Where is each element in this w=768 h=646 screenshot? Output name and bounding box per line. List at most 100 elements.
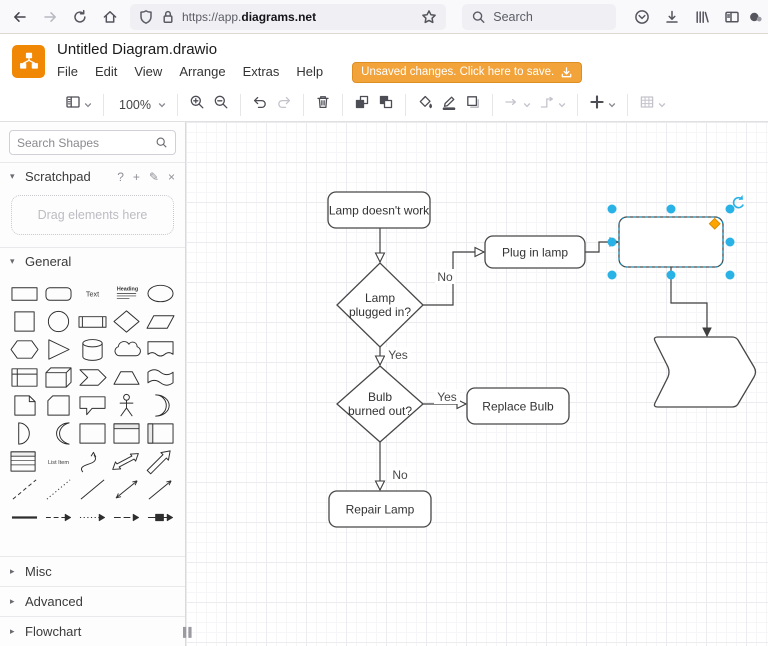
diagram-node-repair[interactable]: Repair Lamp (328, 490, 432, 528)
shape-ellipse[interactable] (144, 279, 178, 307)
shape-heading[interactable]: Heading (110, 279, 144, 307)
scratchpad-edit-icon[interactable]: ✎ (148, 169, 159, 184)
diagram-edge[interactable]: No (374, 442, 410, 492)
selection-handle[interactable] (607, 204, 617, 214)
shape-dotted-arrow[interactable] (75, 503, 109, 531)
shape-list-item[interactable]: List Item (41, 447, 75, 475)
shape-search-field[interactable] (9, 130, 176, 155)
shape-link[interactable] (144, 503, 178, 531)
selection-handle[interactable] (666, 270, 676, 280)
shape-search-input[interactable] (17, 135, 155, 150)
url-text[interactable]: https://app.diagrams.net (182, 9, 317, 24)
selection-handle[interactable] (725, 270, 735, 280)
shape-text[interactable]: Text (75, 279, 109, 307)
delete-button[interactable] (311, 91, 335, 118)
shape-horizontal-line[interactable] (7, 503, 41, 531)
shape-cylinder[interactable] (75, 335, 109, 363)
shape-step[interactable] (75, 363, 109, 391)
url-bar[interactable]: https://app.diagrams.net (130, 3, 447, 30)
menu-view[interactable]: View (134, 64, 163, 79)
general-section-header[interactable]: ▾ General (0, 248, 185, 275)
shape-callout[interactable] (75, 391, 109, 419)
shape-process[interactable] (75, 307, 109, 335)
shape-note[interactable] (7, 391, 41, 419)
shape-list[interactable] (7, 447, 41, 475)
diagram-edge[interactable] (670, 267, 712, 338)
scratchpad-section-header[interactable]: ▾ Scratchpad ? + ✎ × (0, 163, 185, 190)
shape-line[interactable] (75, 475, 109, 503)
scratchpad-drop-zone[interactable]: Drag elements here (11, 195, 174, 235)
shape-triangle[interactable] (41, 335, 75, 363)
shape-hexagon[interactable] (7, 335, 41, 363)
menu-help[interactable]: Help (296, 64, 324, 79)
shape-square[interactable] (7, 307, 41, 335)
diagram-node-plug[interactable]: Plug in lamp (484, 235, 586, 269)
shape-rounded-rectangle[interactable] (41, 279, 75, 307)
shape-parallelogram[interactable] (144, 307, 178, 335)
selection-handle[interactable] (607, 237, 617, 247)
edge-connect-handle[interactable] (708, 217, 721, 230)
line-color-button[interactable] (437, 91, 461, 118)
menu-extras[interactable]: Extras (242, 64, 280, 79)
library-icon[interactable] (688, 4, 716, 30)
diagram-edge[interactable]: Yes (374, 347, 411, 367)
undo-button[interactable] (248, 91, 272, 118)
shape-bidirectional-arrow[interactable] (110, 447, 144, 475)
view-panel-button[interactable] (61, 91, 96, 118)
back-icon[interactable] (6, 4, 34, 30)
home-icon[interactable] (96, 4, 124, 30)
scratchpad-close-icon[interactable]: × (167, 169, 175, 184)
bookmark-star-icon[interactable] (420, 4, 438, 30)
shape-rectangle[interactable] (7, 279, 41, 307)
menu-file[interactable]: File (57, 64, 78, 79)
to-front-button[interactable] (350, 91, 374, 118)
diagram-node-selected[interactable] (618, 216, 724, 268)
shape-cube[interactable] (41, 363, 75, 391)
shape-horizontal-container[interactable] (144, 419, 178, 447)
diagram-node-start[interactable]: Lamp doesn't work (327, 191, 431, 229)
shield-icon[interactable] (138, 4, 154, 30)
shape-card[interactable] (41, 391, 75, 419)
diagram-edge[interactable]: Yes (423, 389, 468, 410)
menu-arrange[interactable]: Arrange (179, 64, 226, 79)
shape-dash-arrow[interactable] (110, 503, 144, 531)
sidebar-section-flowchart[interactable]: ▸Flowchart (0, 616, 185, 646)
unsaved-changes-button[interactable]: Unsaved changes. Click here to save. (352, 61, 583, 83)
shape-bidirectional-connector[interactable] (110, 475, 144, 503)
downloads-icon[interactable] (658, 4, 686, 30)
diagram-node-replace[interactable]: Replace Bulb (466, 387, 570, 425)
shape-dotted-line[interactable] (41, 475, 75, 503)
shape-circle[interactable] (41, 307, 75, 335)
fill-color-button[interactable] (413, 91, 437, 118)
zoom-level-dropdown[interactable]: 100% (111, 95, 170, 115)
shape-arrow[interactable] (144, 447, 178, 475)
insert-button[interactable] (585, 91, 620, 118)
selection-handle[interactable] (725, 237, 735, 247)
shape-tape[interactable] (144, 363, 178, 391)
shape-internal-storage[interactable] (7, 363, 41, 391)
selection-handle[interactable] (725, 204, 735, 214)
selection-handle[interactable] (666, 204, 676, 214)
zoom-in-button[interactable] (185, 91, 209, 118)
shape-vertical-container[interactable] (110, 419, 144, 447)
shape-or[interactable] (144, 391, 178, 419)
shape-document[interactable] (144, 335, 178, 363)
scratchpad-add-icon[interactable]: + (132, 169, 140, 184)
shape-cloud[interactable] (110, 335, 144, 363)
menu-edit[interactable]: Edit (94, 64, 118, 79)
shape-curve[interactable] (75, 447, 109, 475)
shape-trapezoid[interactable] (110, 363, 144, 391)
to-back-button[interactable] (374, 91, 398, 118)
shape-container[interactable] (75, 419, 109, 447)
forward-icon[interactable] (36, 4, 64, 30)
pocket-icon[interactable] (628, 4, 656, 30)
diagram-edge[interactable]: No (423, 246, 486, 306)
shape-directional-connector[interactable] (144, 475, 178, 503)
shape-and[interactable] (7, 419, 41, 447)
shadow-button[interactable] (461, 91, 485, 118)
reload-icon[interactable] (66, 4, 94, 30)
selection-handle[interactable] (607, 270, 617, 280)
